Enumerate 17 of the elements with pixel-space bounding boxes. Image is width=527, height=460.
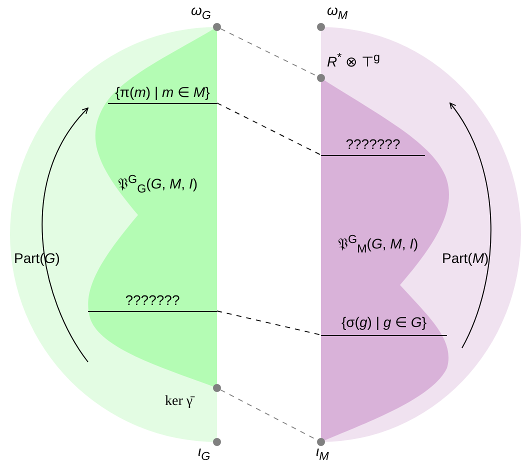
level-label: {σ(g) | g ∈ G} bbox=[340, 314, 428, 330]
point-label: ω$_{M}$ bbox=[327, 2, 348, 24]
point-label: ι$_{M}$ bbox=[316, 443, 329, 460]
point-label: ker γ̄ bbox=[165, 394, 193, 410]
point-label: ω$_{G}$ bbox=[191, 2, 211, 24]
region-label: 𝔓$^{G}$$_{G}$(G, M, I) bbox=[118, 172, 198, 198]
point-label: R$^{*}$ ⊗ ⊤$^{g}$ bbox=[327, 50, 380, 70]
connector-line bbox=[216, 310, 322, 336]
point-label: ι$_{G}$ bbox=[198, 443, 210, 460]
connector-line bbox=[220, 28, 318, 77]
level-label: {π(m) | m ∈ M} bbox=[114, 84, 211, 100]
level-label: ??????? bbox=[344, 136, 402, 152]
region-label: Part(M) bbox=[442, 250, 489, 266]
region-label: Part(G) bbox=[14, 250, 60, 266]
level-label: ??????? bbox=[124, 292, 181, 308]
region-label: 𝔓$^{G}$$_{M}$(G, M, I) bbox=[338, 232, 418, 258]
connector-line bbox=[216, 102, 322, 156]
